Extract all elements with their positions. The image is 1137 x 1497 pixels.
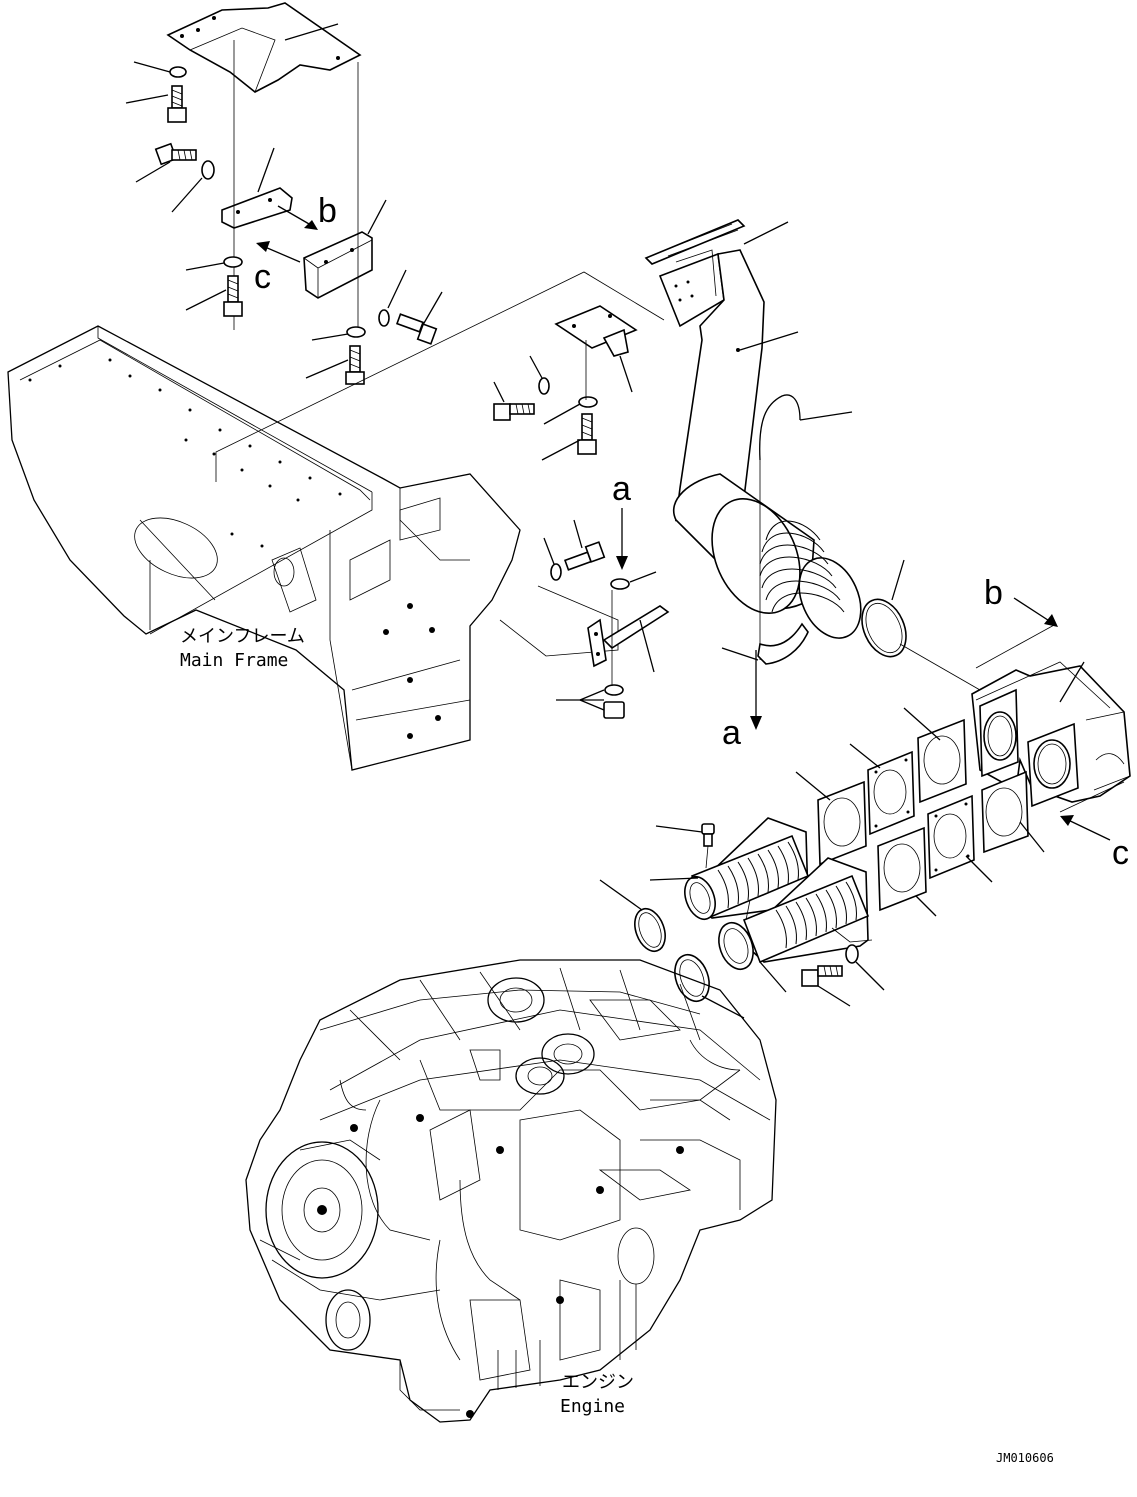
nut-washer <box>556 684 625 719</box>
bolt-part <box>541 413 597 461</box>
washer-part <box>529 355 550 395</box>
plug-part <box>655 823 715 869</box>
main-frame-label-jp: メインフレーム <box>180 626 305 647</box>
washer-part <box>171 160 215 213</box>
bolt-part <box>493 381 535 421</box>
gasket <box>795 771 867 866</box>
engine-label-jp: エンジン <box>562 1372 634 1393</box>
ref-c-left: c <box>254 258 271 296</box>
half-clamp <box>721 622 809 665</box>
clamp-ring <box>861 559 907 658</box>
washer-part <box>378 269 407 327</box>
gasket <box>927 794 993 883</box>
washer-part <box>133 61 187 78</box>
lower-hose <box>718 857 870 993</box>
gasket <box>877 826 937 917</box>
gasket <box>903 707 967 804</box>
washer-part <box>543 537 562 581</box>
ref-a-arrow-bottom: a <box>722 650 762 752</box>
angle-bracket <box>303 199 387 299</box>
gasket <box>981 770 1045 854</box>
bolt-part <box>801 965 851 1007</box>
bolt-part <box>395 291 443 345</box>
ref-c-right: c <box>1112 834 1129 872</box>
ref-a-bottom: a <box>722 714 741 752</box>
bolt-part <box>125 85 187 123</box>
washer-part <box>185 256 243 271</box>
bolt-part <box>135 142 197 183</box>
pipe-bracket <box>554 305 638 393</box>
dipstick-wire <box>759 394 853 461</box>
bolt-part <box>563 519 606 571</box>
hose-clamp <box>674 953 745 1019</box>
ref-a-arrow-top: a <box>612 470 631 570</box>
ref-b-arrow-left: b <box>277 192 337 230</box>
bolt-part <box>305 345 365 385</box>
stay-bracket <box>587 605 670 673</box>
adapter-box <box>971 661 1131 808</box>
main-frame-label-en: Main Frame <box>180 650 288 671</box>
intake-pipe <box>644 219 862 639</box>
upper-hose <box>649 817 810 921</box>
engine: エンジン Engine <box>245 959 777 1423</box>
washer-part <box>543 396 598 425</box>
hose-clamp <box>599 879 666 953</box>
bellows <box>759 520 845 613</box>
small-bracket <box>221 147 293 229</box>
ref-c-arrow-right: c <box>1060 815 1129 872</box>
ref-c-arrow-left: c <box>254 241 301 296</box>
figure-code: JM010606 <box>996 1451 1054 1465</box>
main-frame: メインフレーム Main Frame <box>7 325 521 771</box>
bolt-part <box>185 275 243 317</box>
gasket <box>849 743 915 836</box>
washer-part <box>610 571 657 590</box>
washer-part <box>311 326 366 341</box>
ref-b-arrow-right: b <box>984 574 1058 627</box>
washer-part <box>845 944 885 991</box>
ref-a-top: a <box>612 470 631 508</box>
ref-b-right: b <box>984 574 1003 612</box>
ref-b-left: b <box>318 192 337 230</box>
upper-bracket <box>166 2 362 93</box>
engine-label-en: Engine <box>560 1396 625 1417</box>
